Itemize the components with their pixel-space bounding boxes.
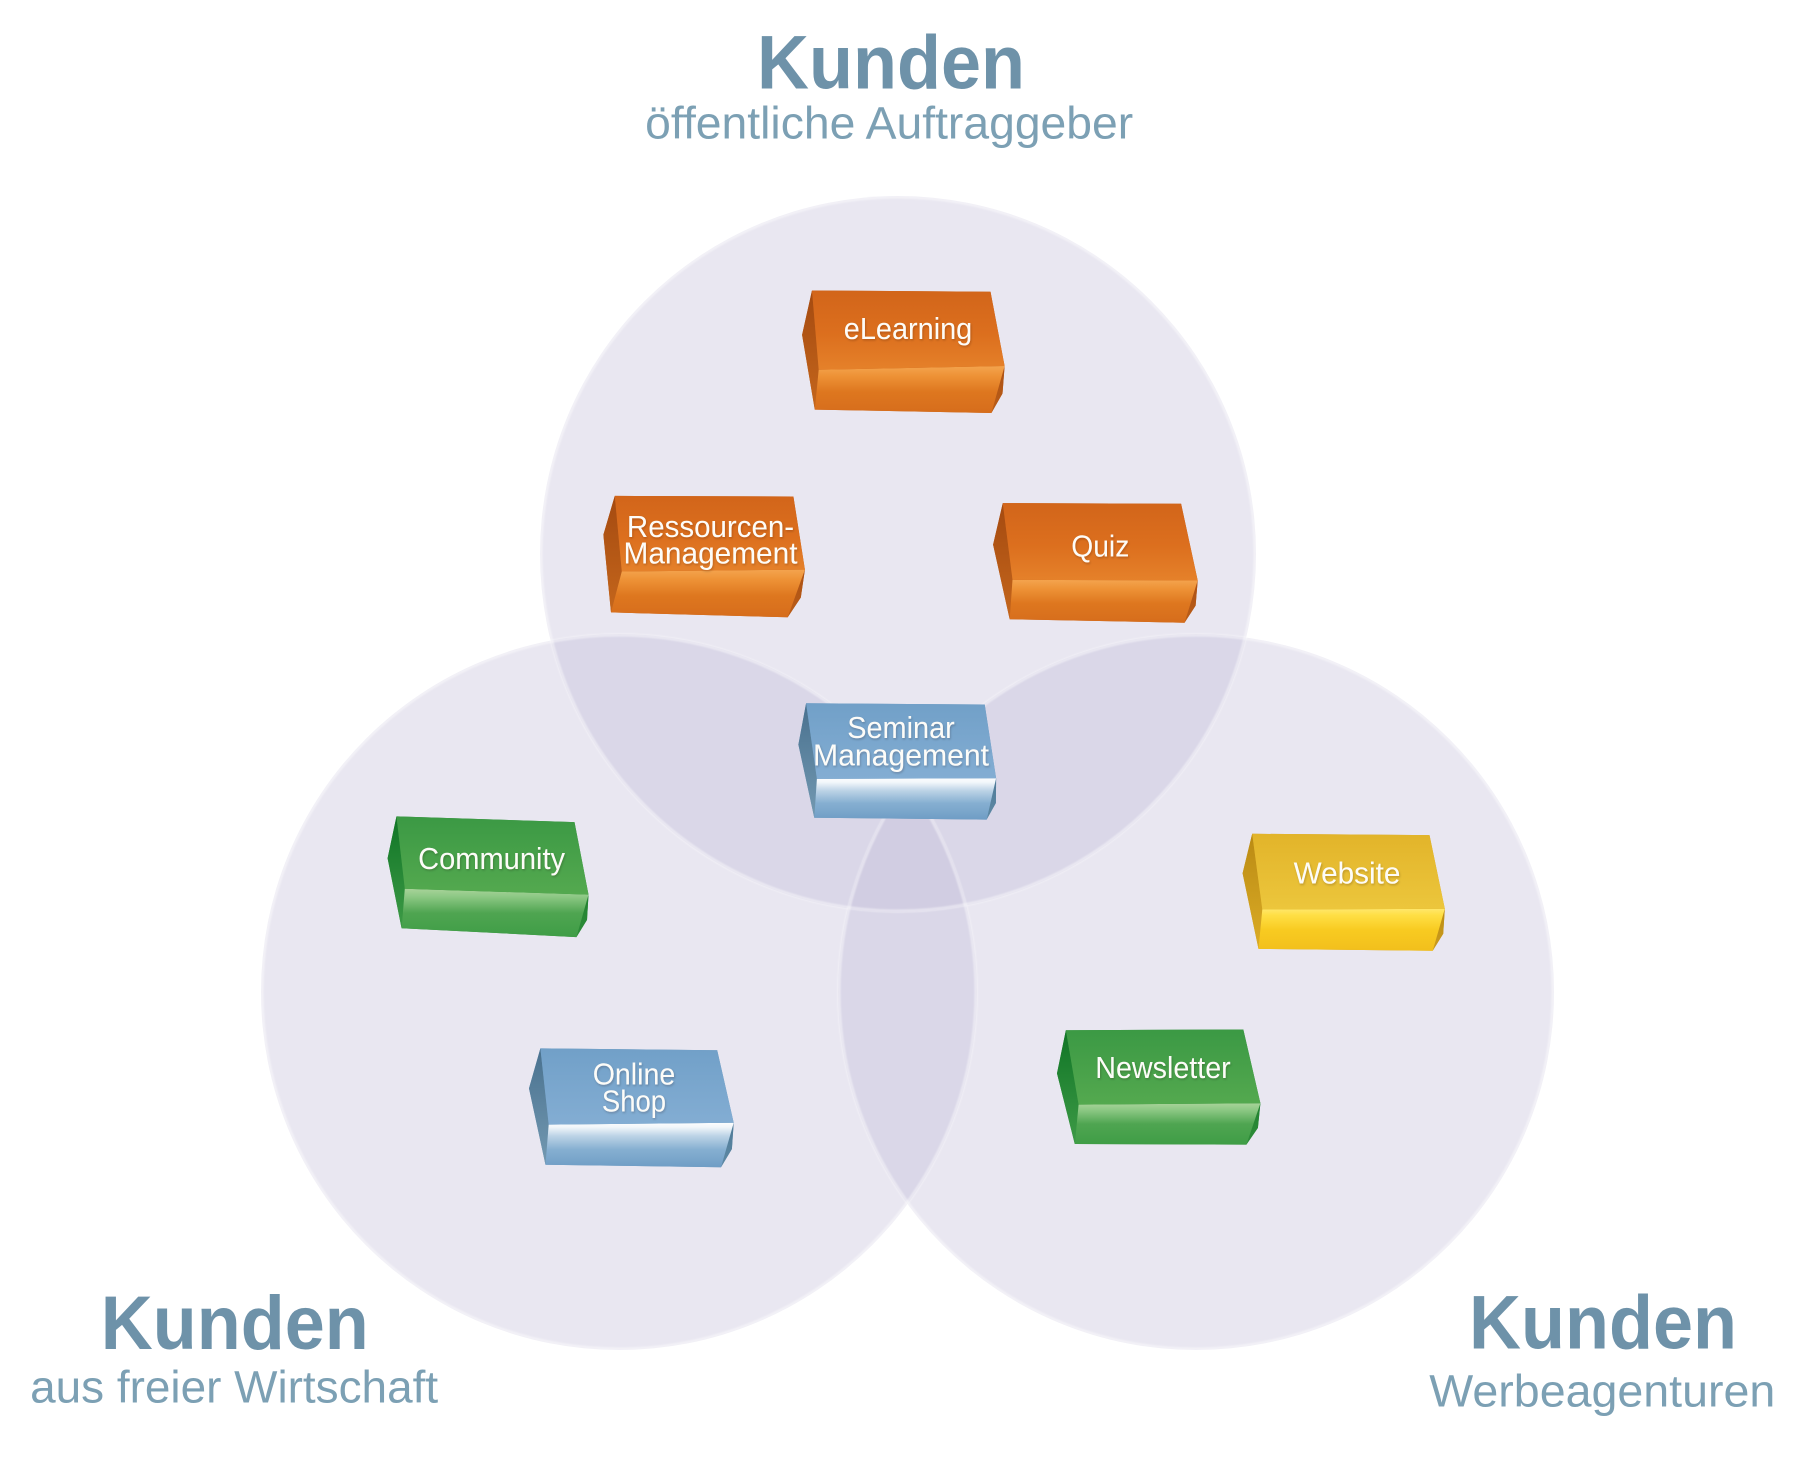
- svg-text:Website: Website: [1294, 856, 1401, 890]
- svg-text:Kunden: Kunden: [1469, 1280, 1737, 1365]
- svg-text:Newsletter: Newsletter: [1095, 1051, 1230, 1085]
- svg-text:Quiz: Quiz: [1071, 529, 1129, 563]
- svg-text:eLearning: eLearning: [844, 312, 973, 346]
- svg-text:Management: Management: [813, 739, 990, 773]
- svg-text:Kunden: Kunden: [757, 20, 1025, 105]
- svg-text:aus freier Wirtschaft: aus freier Wirtschaft: [30, 1362, 438, 1413]
- svg-text:Shop: Shop: [602, 1084, 666, 1118]
- svg-text:Online: Online: [593, 1058, 676, 1092]
- svg-text:Seminar: Seminar: [847, 711, 955, 745]
- svg-text:Community: Community: [418, 842, 566, 876]
- svg-text:öffentliche Auftraggeber: öffentliche Auftraggeber: [645, 98, 1133, 149]
- svg-text:Kunden: Kunden: [101, 1281, 369, 1366]
- svg-text:Ressourcen-: Ressourcen-: [627, 510, 794, 544]
- svg-text:Management: Management: [624, 536, 799, 570]
- svg-text:Werbeagenturen: Werbeagenturen: [1429, 1365, 1775, 1416]
